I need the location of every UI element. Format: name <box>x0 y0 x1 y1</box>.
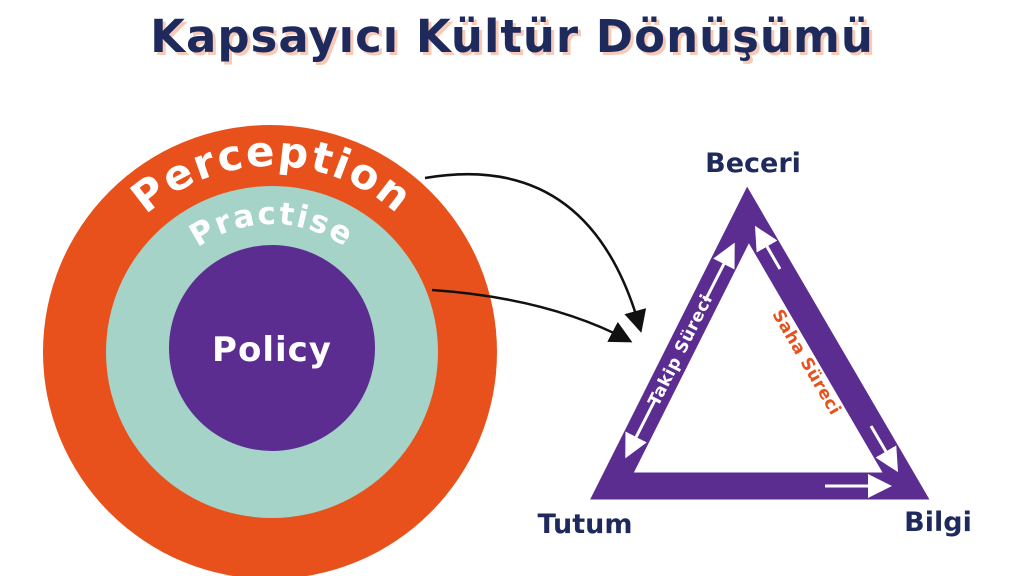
inner-circle-policy <box>169 245 375 451</box>
right-edge-arrow-up-icon <box>754 225 782 270</box>
left-edge-arrow-down-icon <box>625 399 657 459</box>
left-edge-label: Takip Süreci <box>645 291 718 409</box>
triangle-top-label: Beceri <box>705 148 801 179</box>
connector-arrow-top <box>424 173 647 333</box>
left-edge-arrow-up-icon <box>703 242 735 302</box>
right-edge-arrow-down-icon <box>869 425 899 473</box>
triangle-band <box>590 186 930 500</box>
policy-label: Policy <box>212 330 332 370</box>
connector-arrows <box>424 173 647 343</box>
onion-model: Perception Practise Policy <box>43 125 497 576</box>
triangle-bottom-right-label: Bilgi <box>904 507 972 538</box>
connector-arrow-bottom <box>431 288 633 343</box>
page-title: Kapsayıcı Kültür Dönüşümü <box>150 10 874 63</box>
triangle-model: Takip Süreci Saha Süreci Beceri Tutum Bi… <box>538 148 972 540</box>
triangle-bottom-left-label: Tutum <box>538 509 633 540</box>
